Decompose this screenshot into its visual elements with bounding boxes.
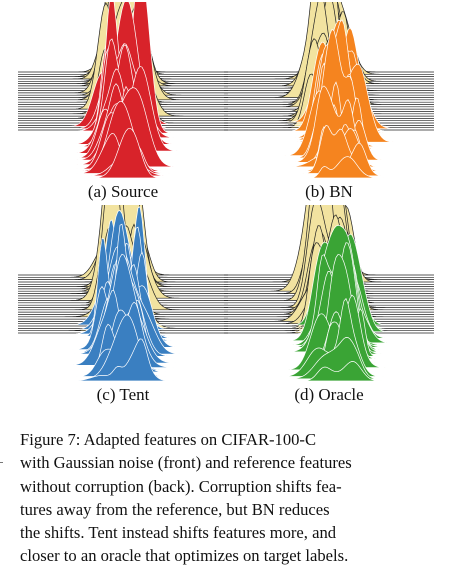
panel-label-tent: (c) Tent	[96, 385, 150, 404]
panel-label-source: (a) Source	[87, 182, 159, 201]
adapted-ridge	[224, 337, 434, 380]
panel-label-oracle: (d) Oracle	[294, 385, 364, 404]
panel-bn: (b) BN	[224, 2, 434, 202]
caption-line: closer to an oracle that optimizes on ta…	[20, 546, 349, 566]
ridgeline-plot-source	[18, 2, 228, 179]
caption-line: the shifts. Tent instead shifts features…	[20, 523, 337, 543]
adapted-ridge	[224, 28, 434, 152]
caption-line: with Gaussian noise (front) and referenc…	[20, 453, 352, 473]
ridgeline-plot-tent	[18, 205, 228, 382]
panel-oracle: (d) Oracle	[224, 205, 434, 405]
caption-line: Figure 7: Adapted features on CIFAR-100-…	[20, 430, 317, 449]
panel-label-bn: (b) BN	[305, 182, 353, 201]
figure-grid: (a) Source (b) BN (c) Tent (d) Oracle	[18, 2, 434, 405]
adapted-ridge	[224, 156, 434, 179]
panel-tent: (c) Tent	[18, 205, 228, 405]
adapted-ridge	[224, 124, 434, 174]
caption-line: tures away from the reference, but BN re…	[20, 499, 330, 519]
adapted-ridge	[18, 314, 228, 380]
adapted-ridge	[224, 85, 434, 163]
caption-line: without corruption (back). Corruption sh…	[20, 476, 342, 496]
adapted-ridge	[18, 338, 228, 382]
figure-caption: Figure 7: Adapted features on CIFAR-100-…	[20, 428, 448, 568]
panel-source: (a) Source	[18, 2, 228, 202]
adapted-ridge	[224, 254, 434, 364]
adapted-ridge	[18, 253, 228, 362]
adapted-ridge	[18, 127, 228, 179]
ridgeline-plot-bn	[224, 2, 434, 179]
adapted-ridge	[224, 321, 434, 375]
adapted-ridge	[224, 361, 434, 382]
ridgeline-plot-oracle	[224, 205, 434, 382]
margin-mark	[0, 462, 3, 463]
